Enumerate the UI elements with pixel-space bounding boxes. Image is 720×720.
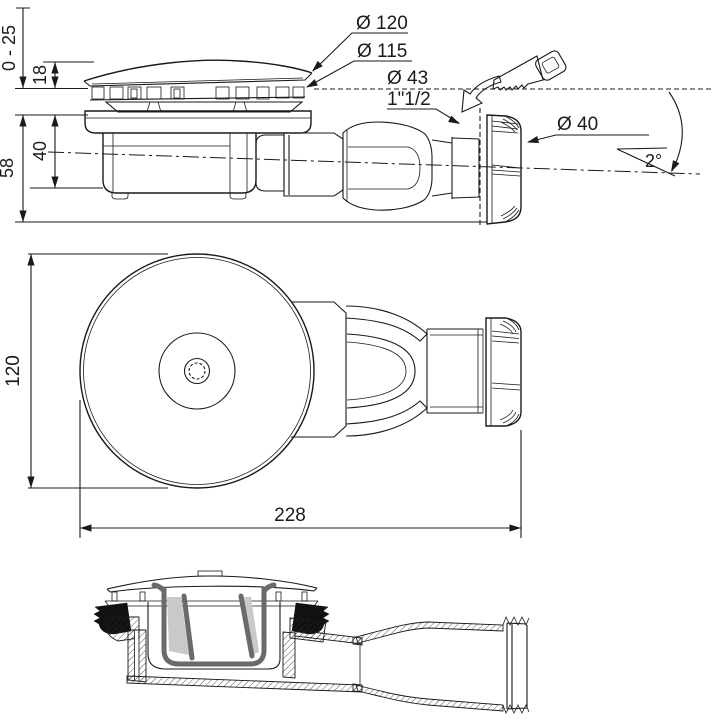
dim-label-overall-length: 228: [274, 505, 306, 526]
outlet-cone: [431, 137, 453, 199]
dimension-total-height: 58: [0, 115, 487, 223]
dimension-cover-diameter: 120: [3, 253, 168, 489]
cover-diameter-text: Ø 120: [356, 13, 408, 34]
trap-body: [102, 133, 257, 200]
plan-compression-nut: [485, 317, 522, 427]
dimension-overall-length: 228: [79, 400, 522, 538]
dimension-body-depth: 40: [15, 114, 103, 189]
outlet-connector: [283, 132, 344, 197]
saw-icon: [492, 50, 567, 91]
section-outlet-socket: [352, 616, 530, 714]
union-barrel: [342, 121, 433, 211]
outlet-diameter-text: Ø 43: [387, 68, 428, 89]
flange: [84, 110, 312, 134]
slope-angle-annotation: 2°: [616, 91, 683, 177]
nut-diameter-text: Ø 40: [557, 114, 598, 135]
cap-slot-band: [89, 86, 306, 101]
section-wall-bottom: [126, 675, 363, 693]
pipe-centerline: [47, 151, 701, 175]
ring-diameter-text: Ø 115: [357, 41, 407, 62]
dim-label-cover-diameter: 120: [3, 355, 24, 387]
cover-circle: [79, 253, 315, 489]
trap-insert: [151, 582, 277, 667]
plan-view: 120 228: [3, 253, 522, 538]
cross-section-view: [93, 570, 530, 714]
dimension-height-adjust: 0 - 25: [0, 7, 30, 88]
dimension-cap-height: 18: [15, 61, 94, 90]
clamping-ring: [104, 101, 304, 113]
cover-cap: [83, 59, 313, 87]
label-nut-diameter: Ø 40: [527, 114, 649, 144]
outlet-assembly: [255, 108, 522, 225]
socket-thread-collar: [506, 622, 528, 710]
dim-label-cap-height: 18: [30, 65, 50, 85]
screw-channel: [134, 631, 139, 680]
outlet-pipe: [451, 137, 480, 199]
section-outlet-top-wall: [294, 629, 363, 645]
label-cover-diameter: Ø 120: [312, 13, 408, 72]
plan-bayonet-claw: [345, 305, 428, 437]
dim-label-body-depth: 40: [30, 141, 50, 161]
label-ring-diameter: Ø 115: [306, 41, 412, 88]
plan-outlet-housing: [291, 301, 347, 438]
slope-angle-text: 2°: [645, 151, 662, 171]
section-cap: [104, 570, 319, 607]
dim-label-total-height: 58: [0, 158, 17, 178]
section-bowl: [147, 602, 281, 670]
plan-outlet-pipe: [426, 328, 484, 414]
center-screw: [188, 362, 206, 380]
label-outlet-diameter: Ø 43 1"1/2: [387, 68, 460, 124]
section-wall-right: [282, 631, 296, 679]
outlet-stub: [255, 134, 285, 192]
dim-label-height-adjust: 0 - 25: [0, 25, 19, 71]
thread-size-text: 1"1/2: [387, 89, 431, 110]
side-elevation-view: 0 - 25 18 40 58 Ø 120 Ø 115: [0, 7, 714, 225]
compression-nut: [486, 114, 522, 225]
cut-direction-arrow-icon: [461, 75, 502, 113]
